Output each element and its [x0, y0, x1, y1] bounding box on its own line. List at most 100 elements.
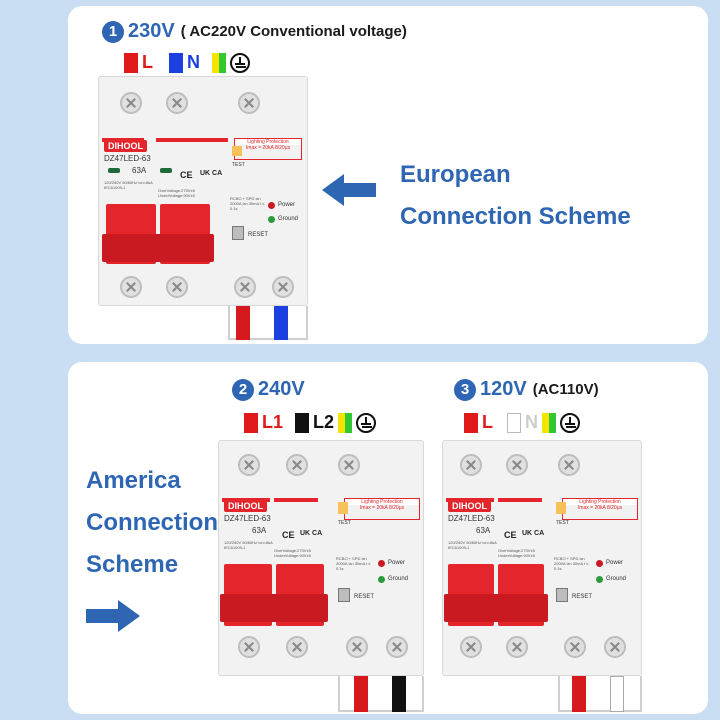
rating-label: 63A — [252, 526, 267, 535]
rcbo-text: RCBO + SPD Iεn 2000A Iεn 30mA t ≤ 0.1s — [336, 556, 371, 571]
step-number: 1 — [102, 20, 124, 43]
screw-icon — [238, 454, 260, 476]
screw-icon — [120, 276, 142, 298]
test-label: TEST — [556, 520, 569, 526]
power-led — [378, 560, 385, 567]
ground-label: Ground — [606, 576, 627, 582]
ground-led — [268, 216, 275, 223]
reset-label: RESET — [572, 594, 593, 600]
arrow-left-icon — [322, 174, 376, 206]
ukca-mark: UK CA — [200, 170, 223, 177]
brand-logo: DIHOOL — [104, 140, 147, 152]
america-caption: America Connection Scheme — [86, 467, 218, 578]
screw-icon — [286, 636, 308, 658]
ground-label: Ground — [388, 576, 409, 582]
reset-button[interactable] — [556, 588, 568, 602]
voltage-label: 240V — [258, 378, 305, 400]
model-label: DZ47LED-63 — [224, 514, 271, 523]
screw-icon — [506, 636, 528, 658]
earth-swatch — [338, 412, 353, 433]
ground-icon — [230, 52, 250, 73]
blue-swatch — [169, 52, 183, 73]
power-label: Power — [278, 202, 296, 208]
screw-icon — [120, 92, 142, 114]
european-caption: European Connection Scheme — [400, 161, 631, 230]
overvoltage-text: OverVoltage:270V±5 UnderVoltage:90V±5 — [158, 188, 195, 198]
screw-icon — [338, 454, 360, 476]
wire-l1 — [354, 676, 368, 712]
lightning-protection-box: Lighting Protection Imax = 20kA 8/20μs — [234, 138, 302, 160]
rating-label: 63A — [476, 526, 491, 535]
wire-l — [236, 306, 250, 340]
ukca-mark: UK CA — [300, 530, 323, 537]
wire-legend-240: L1 L2 — [244, 412, 377, 433]
lever-handle[interactable] — [102, 234, 214, 262]
test-button[interactable] — [338, 502, 348, 514]
voltage-note: (AC110V) — [532, 381, 599, 398]
screw-icon — [238, 636, 260, 658]
specs-text: 120/240V 50/60Hz Icn=6kA IEC61009-1 — [104, 180, 153, 190]
red-swatch — [464, 412, 478, 433]
legend-label-n: N — [187, 52, 200, 72]
reset-button[interactable] — [232, 226, 244, 240]
screw-icon — [166, 92, 188, 114]
overvoltage-text: OverVoltage:270V±5 UnderVoltage:90V±5 — [274, 548, 311, 558]
test-button[interactable] — [232, 146, 242, 156]
red-swatch — [124, 52, 138, 73]
reset-label: RESET — [248, 232, 269, 238]
brand-logo: DIHOOL — [448, 500, 491, 512]
voltage-note: ( AC220V Conventional voltage) — [180, 23, 407, 40]
screw-icon — [386, 636, 408, 658]
breaker-european: DIHOOL DZ47LED-63 63A CE UK CA 120/240V … — [98, 76, 308, 346]
wire-n — [610, 676, 624, 712]
ukca-mark: UK CA — [522, 530, 545, 537]
model-label: DZ47LED-63 — [448, 514, 495, 523]
rcbo-text: RCBO + SPD Iεn 2000A Iεn 30mA t ≤ 0.1s — [230, 196, 265, 211]
reset-button[interactable] — [338, 588, 350, 602]
ground-icon — [560, 412, 580, 433]
screw-icon — [166, 276, 188, 298]
power-led — [596, 560, 603, 567]
screw-icon — [604, 636, 626, 658]
earth-swatch — [542, 412, 556, 433]
legend-label-n: N — [525, 412, 538, 432]
breaker-120: DIHOOL DZ47LED-63 63A CE UK CA 120/240V … — [442, 440, 642, 712]
ce-mark: CE — [282, 530, 295, 540]
ce-mark: CE — [504, 530, 517, 540]
lever-handle[interactable] — [444, 594, 548, 622]
screw-icon — [346, 636, 368, 658]
rcbo-text: RCBO + SPD Iεn 2000A Iεn 30mA t ≤ 0.1s — [554, 556, 589, 571]
wire-legend-120: L N — [464, 412, 580, 433]
power-label: Power — [606, 560, 624, 566]
wire-legend: L N — [124, 52, 250, 73]
black-swatch — [295, 412, 310, 433]
ground-label: Ground — [278, 216, 299, 222]
overvoltage-text: OverVoltage:270V±5 UnderVoltage:90V±5 — [498, 548, 535, 558]
legend-label-l: L — [482, 412, 493, 432]
lever-handle[interactable] — [220, 594, 328, 622]
reset-label: RESET — [354, 594, 375, 600]
test-label: TEST — [338, 520, 351, 526]
specs-text: 120/240V 50/60Hz Icn=6kA IEC61009-1 — [224, 540, 273, 550]
ce-mark: CE — [180, 170, 193, 180]
legend-label-l2: L2 — [313, 412, 335, 432]
rating-label: 63A — [132, 166, 147, 175]
specs-text: 120/240V 50/60Hz Icn=6kA IEC61009-1 — [448, 540, 497, 550]
step-number: 3 — [454, 378, 476, 401]
brand-logo: DIHOOL — [224, 500, 267, 512]
power-label: Power — [388, 560, 406, 566]
wire-n — [274, 306, 288, 340]
wire-l2 — [392, 676, 406, 712]
legend-label-l: L — [142, 52, 153, 72]
wire-l — [572, 676, 586, 712]
test-button[interactable] — [556, 502, 566, 514]
breaker-240: DIHOOL DZ47LED-63 63A CE UK CA 120/240V … — [218, 440, 424, 712]
screw-icon — [558, 454, 580, 476]
screw-icon — [506, 454, 528, 476]
screw-icon — [272, 276, 294, 298]
